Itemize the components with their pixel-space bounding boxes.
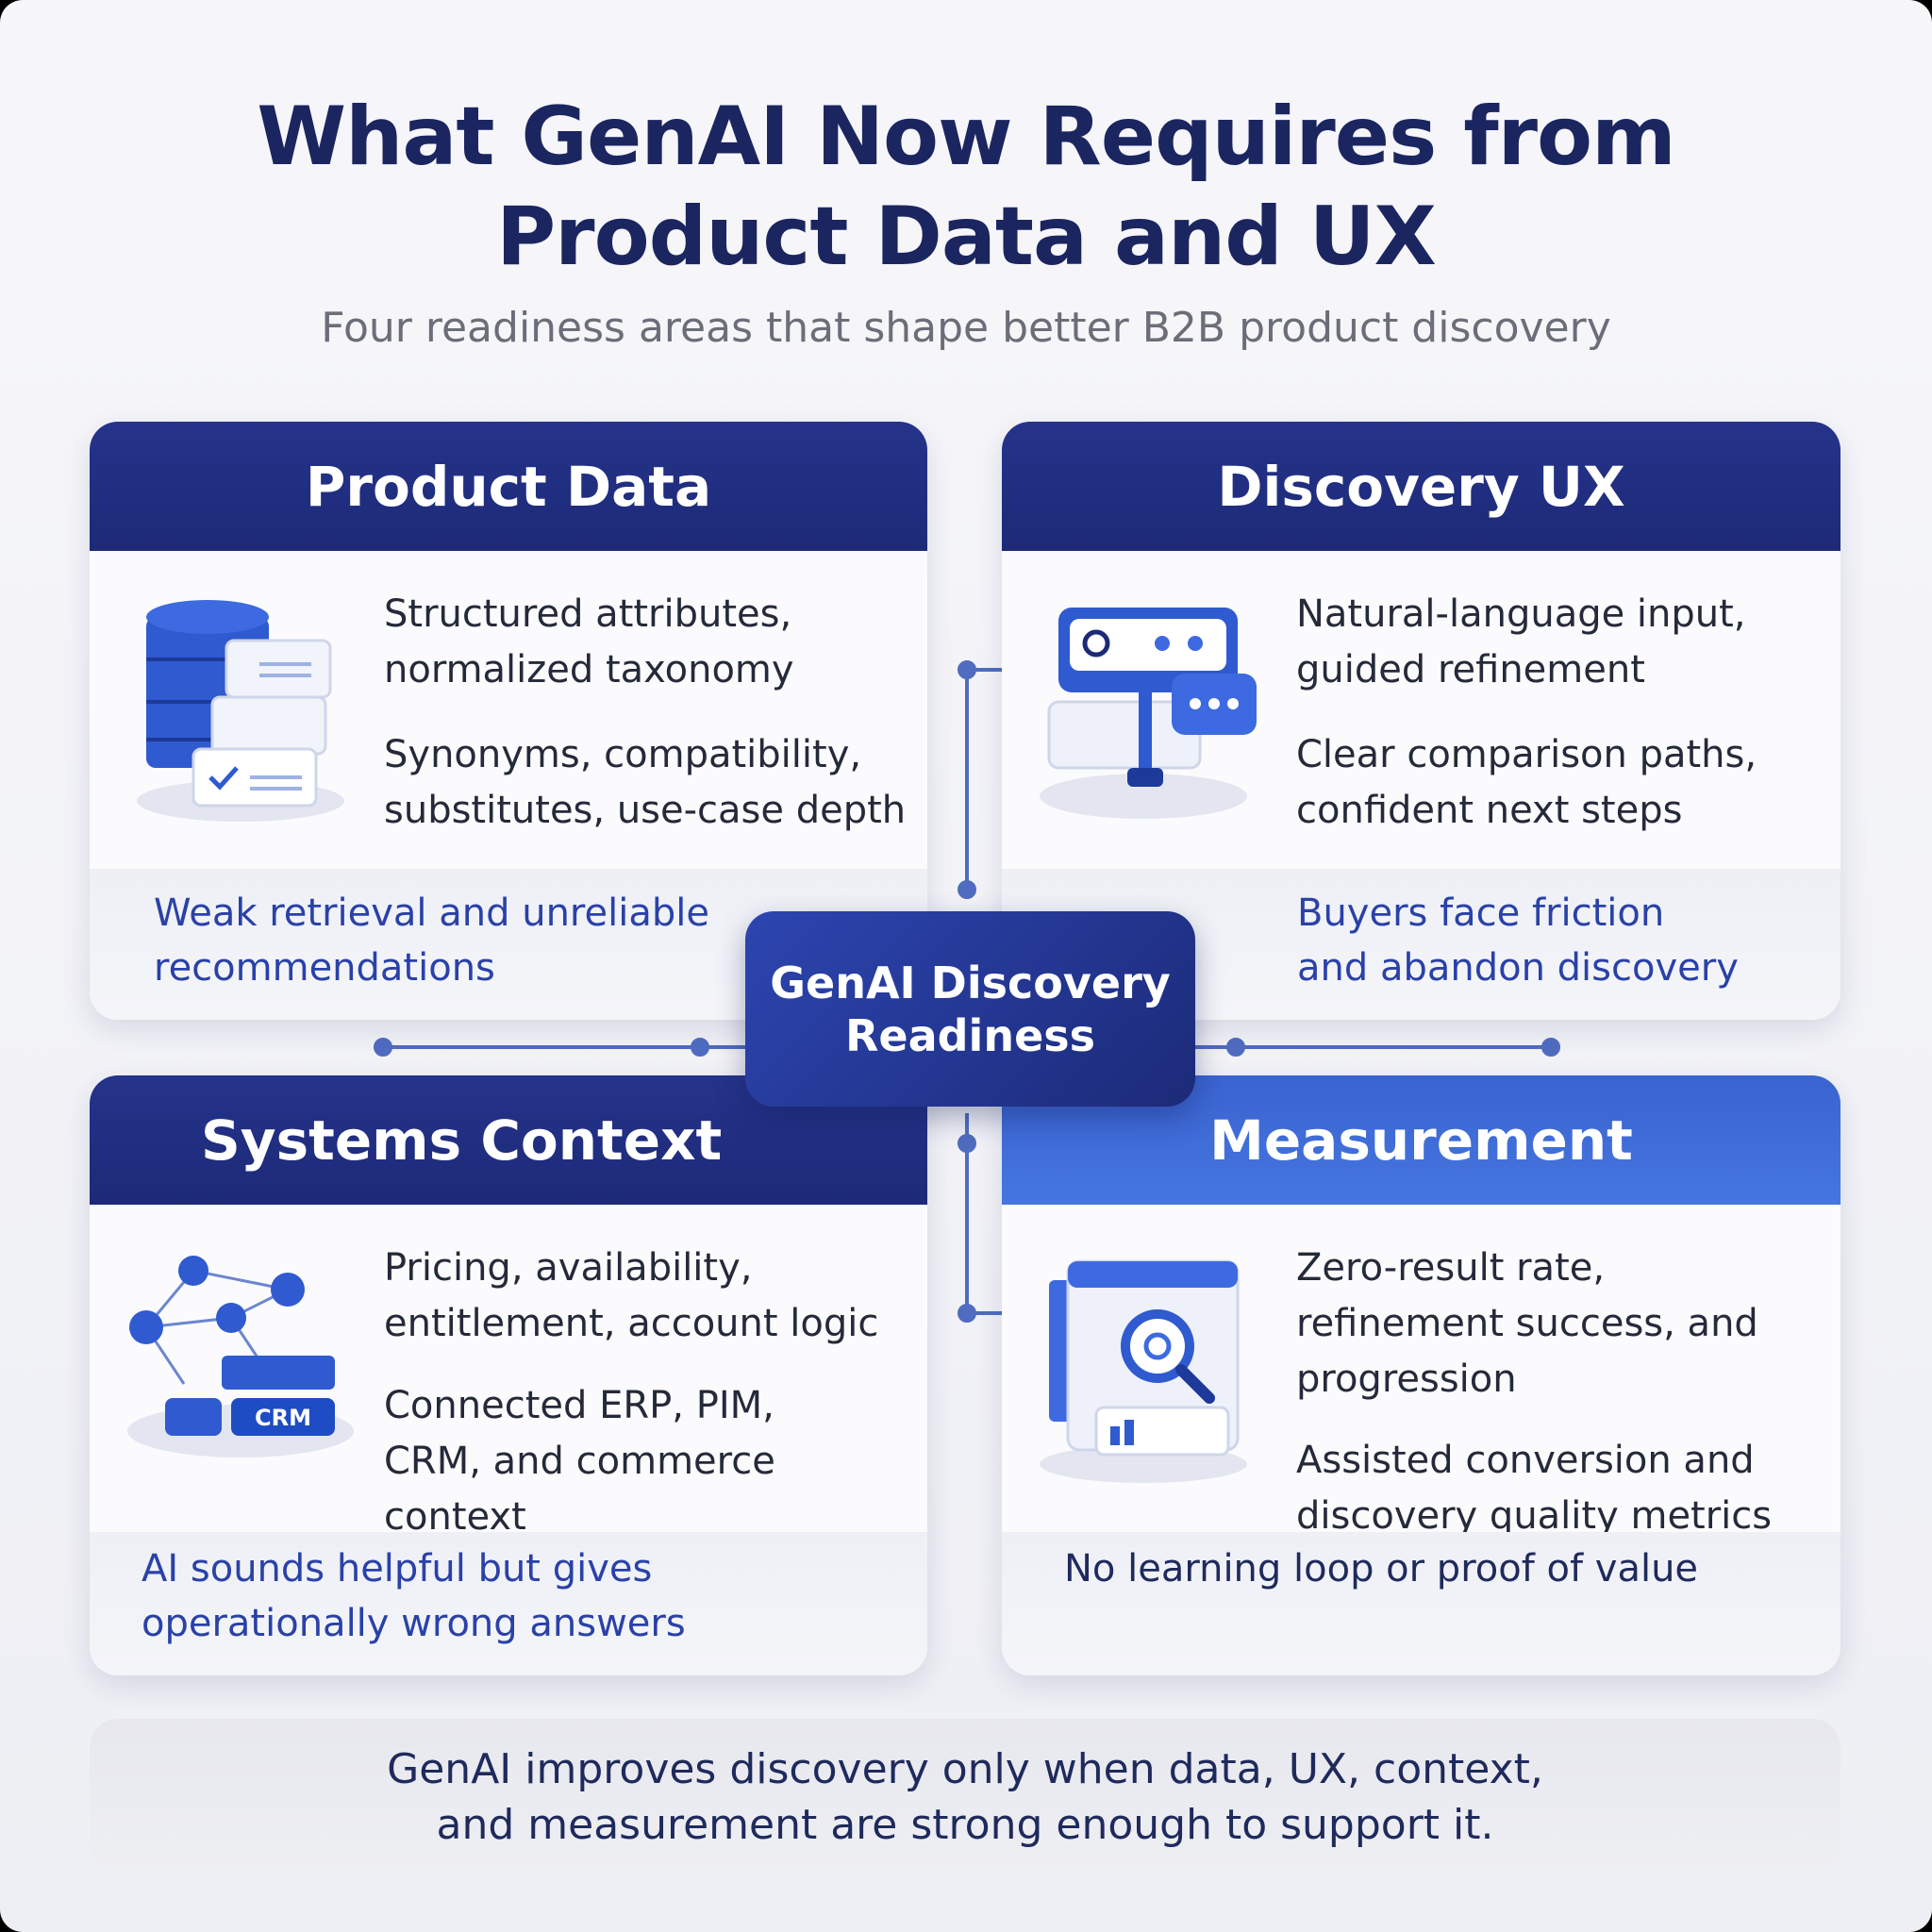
card-systems-context: Systems Context CRM Pricing, availabilit… [90, 1075, 927, 1675]
card-measurement: Measurement Zero-result rate,refinement … [1002, 1075, 1840, 1675]
point: Synonyms, compatibility,substitutes, use… [384, 733, 907, 832]
card-title: Discovery UX [1002, 422, 1840, 551]
database-icon [137, 600, 344, 822]
card-title: Product Data [90, 422, 927, 551]
risk-text: No learning loop or proof of value [1002, 1532, 1840, 1675]
point: Structured attributes,normalized taxonom… [384, 592, 794, 691]
point: Natural-language input,guided refinement [1296, 592, 1746, 691]
subtitle: Four readiness areas that shape better B… [321, 304, 1611, 352]
point: Connected ERP, PIM,CRM, and commerce con… [384, 1384, 775, 1539]
search-chat-icon [1040, 608, 1257, 819]
point: Zero-result rate,refinement success, and… [1296, 1246, 1758, 1401]
point: Pricing, availability,entitlement, accou… [384, 1246, 879, 1345]
point: Clear comparison paths,confident next st… [1296, 733, 1757, 832]
footer-summary: GenAI improves discovery only when data,… [90, 1719, 1840, 1873]
analytics-icon [1040, 1259, 1247, 1483]
connected-systems-icon: CRM [127, 1256, 354, 1457]
crm-label: CRM [255, 1405, 311, 1431]
